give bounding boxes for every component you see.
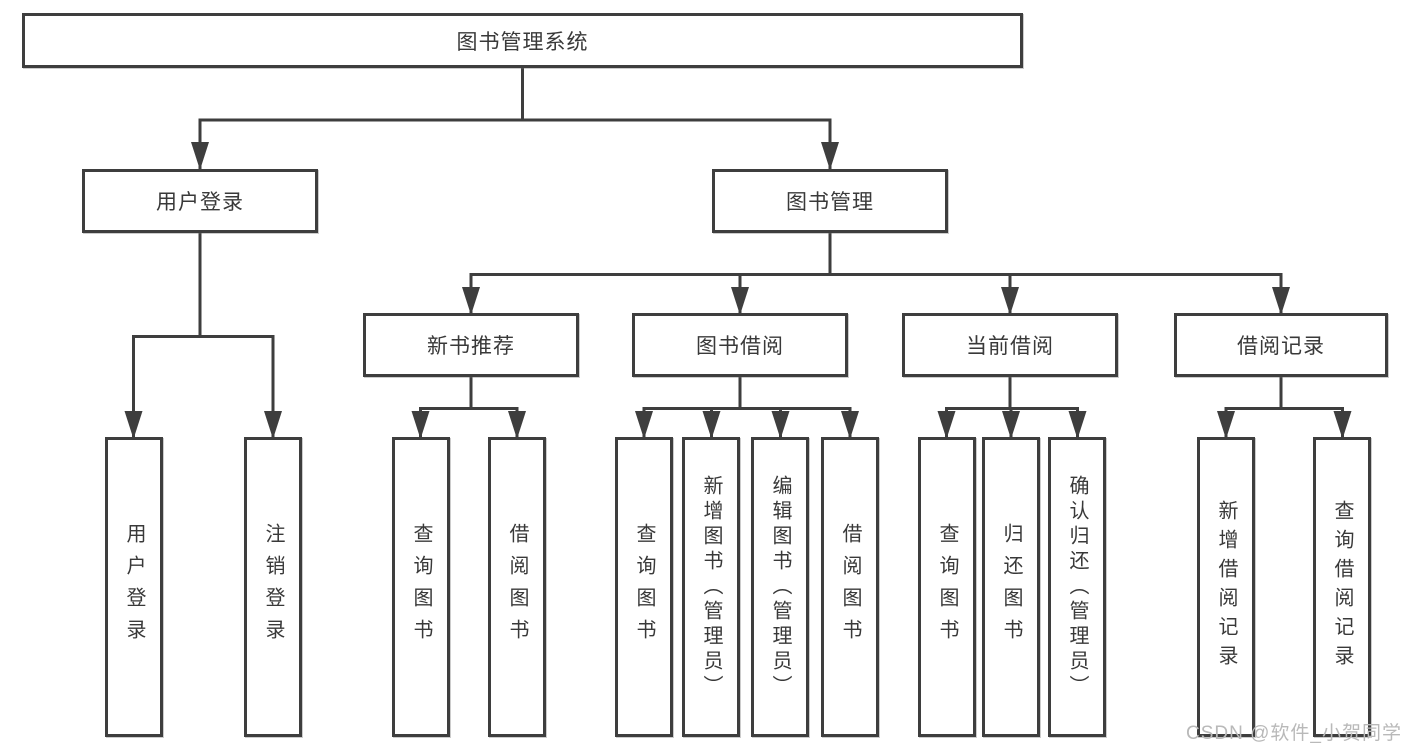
- leaf-query-books-borrowing: 查询图书: [615, 437, 673, 737]
- leaf-borrow-books-borrowing: 借阅图书: [821, 437, 879, 737]
- node-system-root: 图书管理系统: [22, 13, 1023, 68]
- arrowheads: [124, 142, 1352, 439]
- node-new-book-recommend: 新书推荐: [363, 313, 579, 377]
- leaf-edit-books-admin: 编辑图书（管理员）: [751, 437, 809, 737]
- node-user-login: 用户登录: [82, 169, 318, 233]
- leaf-add-borrow-record: 新增借阅记录: [1197, 437, 1255, 737]
- leaf-confirm-return-admin: 确认归还（管理员）: [1048, 437, 1106, 737]
- node-current-borrowing: 当前借阅: [902, 313, 1118, 377]
- leaf-query-borrow-record: 查询借阅记录: [1313, 437, 1371, 737]
- leaf-add-books-admin: 新增图书（管理员）: [682, 437, 740, 737]
- leaf-user-login: 用户登录: [105, 437, 163, 737]
- leaf-return-books: 归还图书: [982, 437, 1040, 737]
- leaf-logout: 注销登录: [244, 437, 302, 737]
- node-book-borrowing: 图书借阅: [632, 313, 848, 377]
- leaf-query-books-recommend: 查询图书: [392, 437, 450, 737]
- leaf-borrow-books-recommend: 借阅图书: [488, 437, 546, 737]
- node-borrowing-records: 借阅记录: [1174, 313, 1388, 377]
- csdn-watermark: CSDN @软件_小贺同学: [1186, 723, 1402, 744]
- node-book-management: 图书管理: [712, 169, 948, 233]
- leaf-query-books-current: 查询图书: [918, 437, 976, 737]
